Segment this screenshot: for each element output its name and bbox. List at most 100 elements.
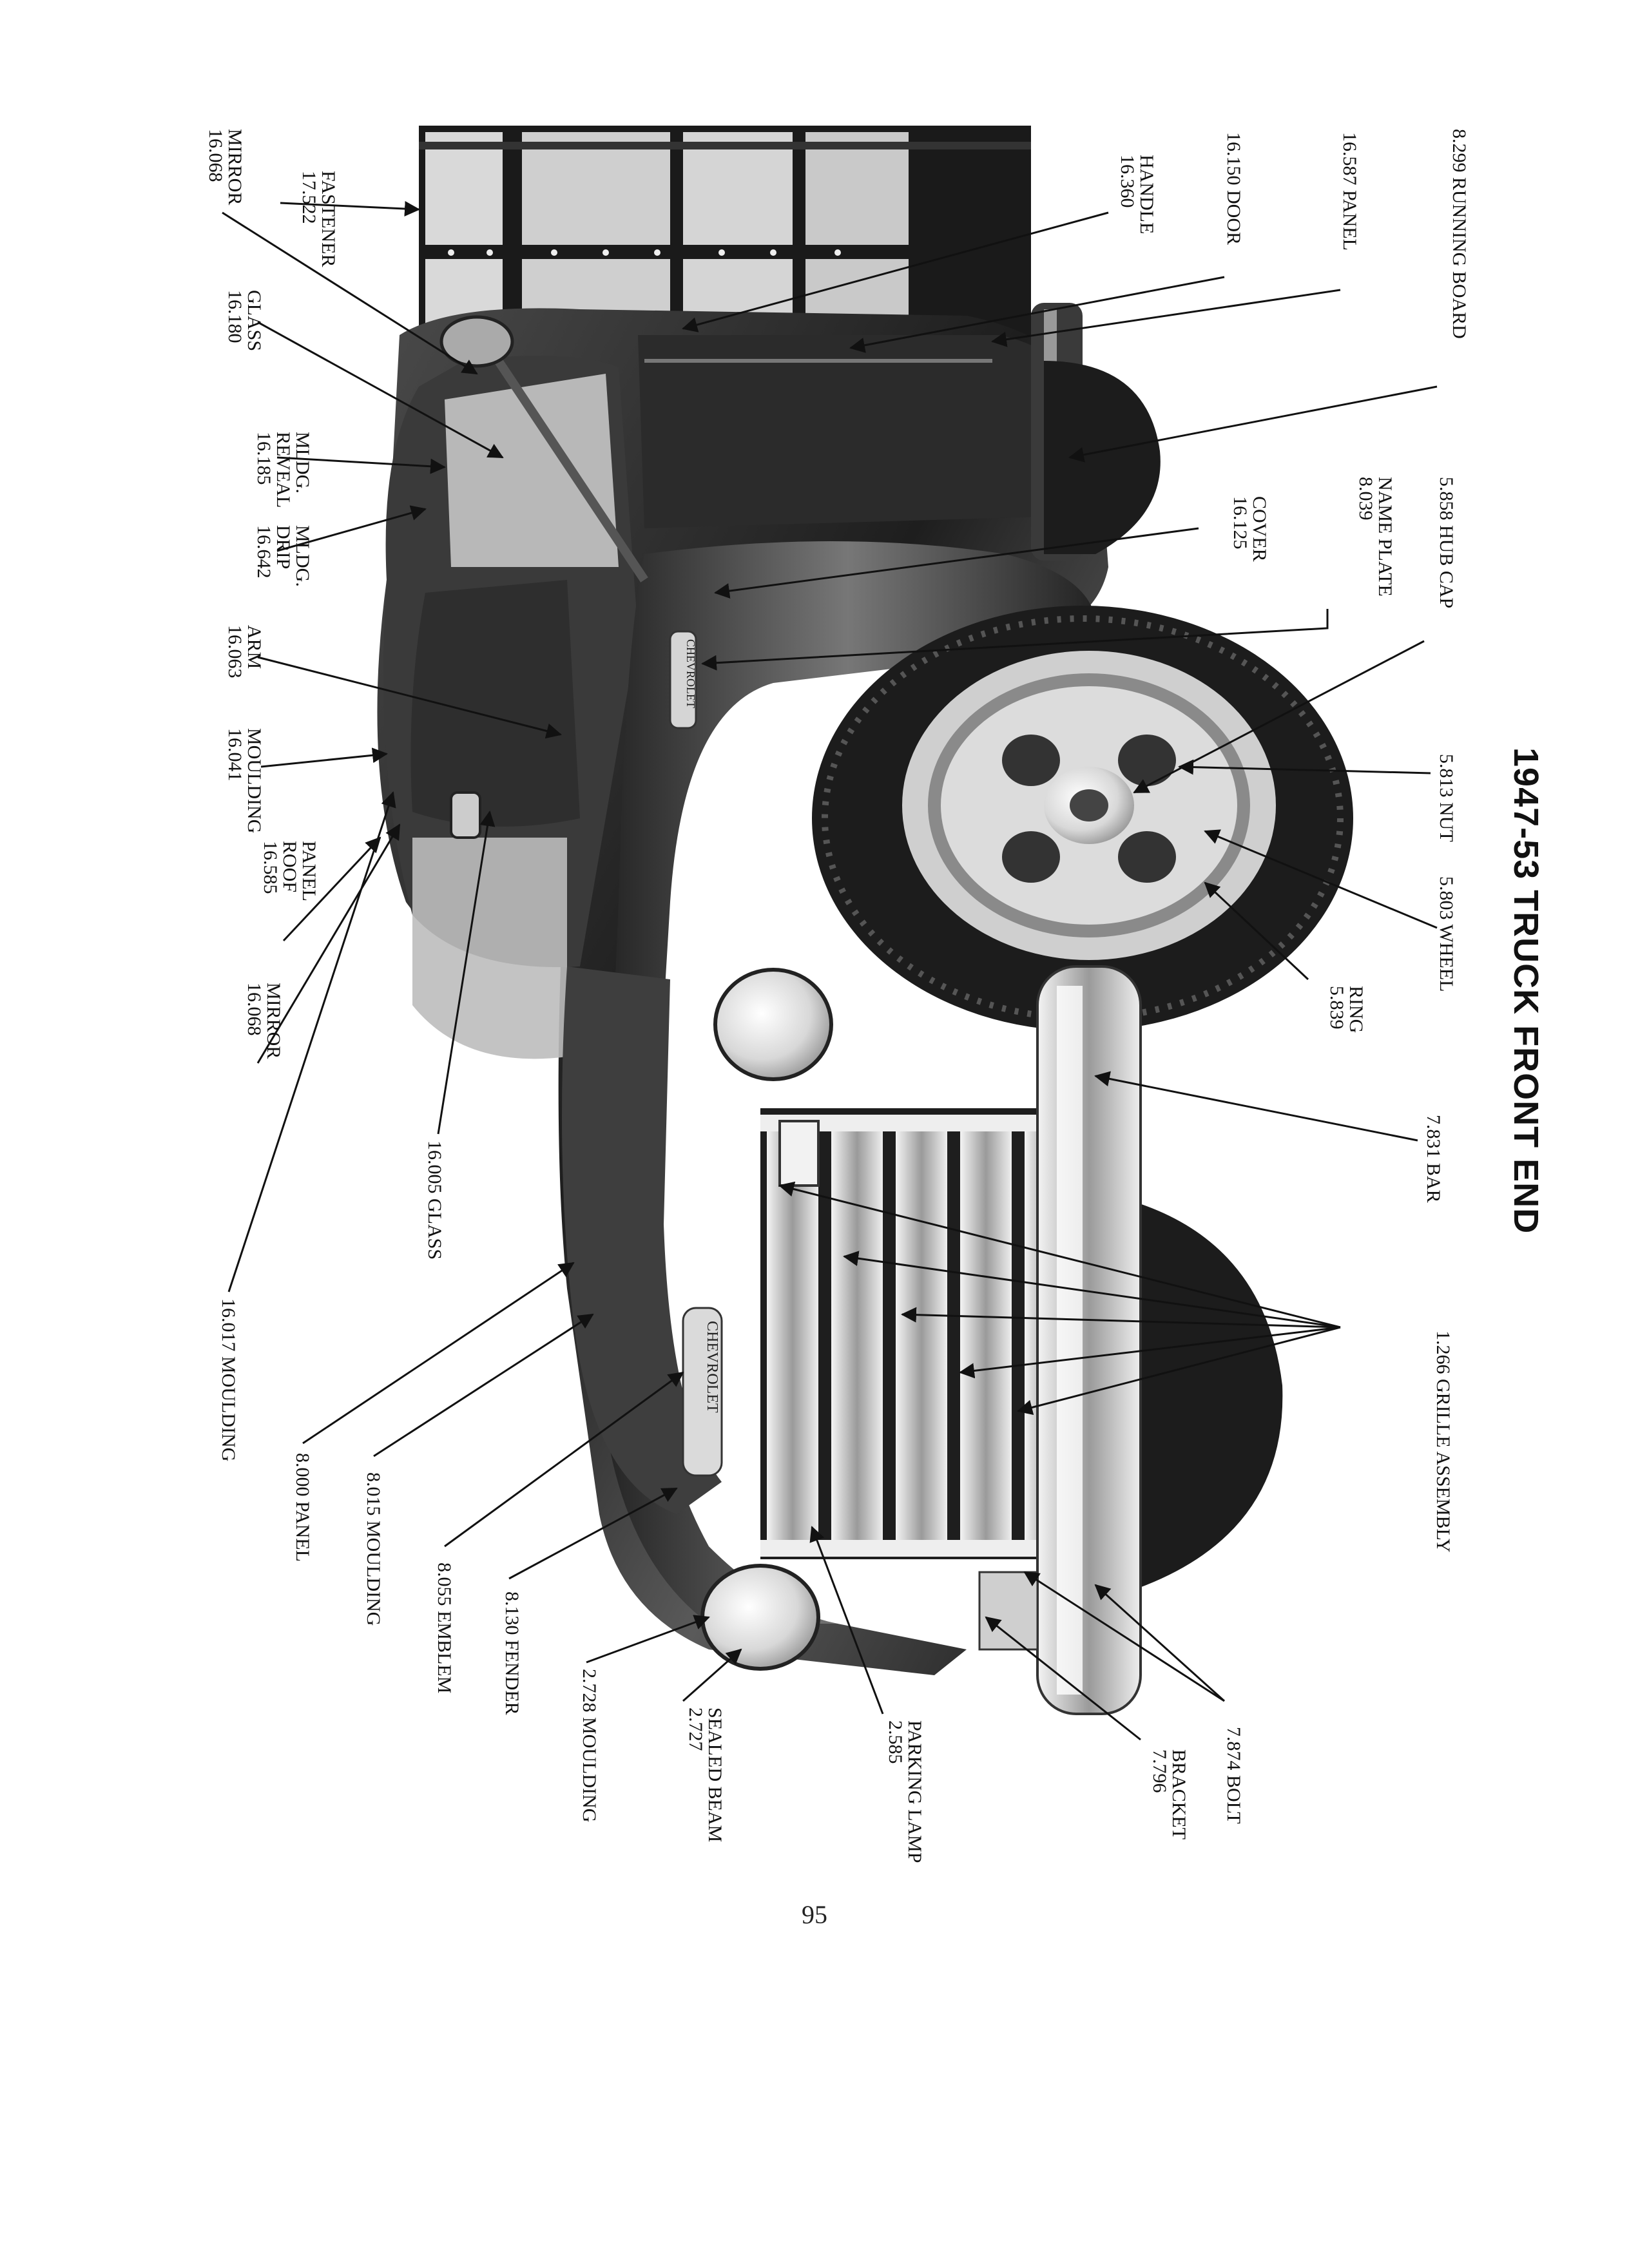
callout-line: GLASS: [244, 290, 265, 351]
door-panel: [638, 335, 1089, 528]
callout-mirror-top: 16.068 MIRROR: [205, 129, 246, 205]
door-glass-upper: [445, 374, 619, 567]
callout-parking-lamp: 2.585 PARKING LAMP: [885, 1720, 925, 1863]
callout-line: 16.017 MOULDING: [218, 1298, 239, 1461]
callout-name-plate: 8.039 NAME PLATE: [1355, 477, 1396, 597]
callout-labels: 16.068 MIRROR 17.522 FASTENER 16.180 GLA…: [205, 129, 1545, 1863]
callout-running-board: 8.299 RUNNING BOARD: [1449, 129, 1470, 339]
vent-glass: [412, 838, 567, 1059]
page-title: 1947-53 TRUCK FRONT END: [1507, 747, 1545, 1234]
callout-door: 16.150 DOOR: [1223, 132, 1244, 245]
callout-line: SEALED BEAM: [704, 1707, 726, 1842]
grille-emblem: CHEVROLET: [682, 1307, 723, 1477]
callout-moulding-041: 16.041 MOULDING: [224, 728, 265, 833]
callout-line: 16.005 GLASS: [424, 1140, 445, 1260]
callout-line: 16.125: [1229, 496, 1251, 550]
callout-line: 16.180: [224, 290, 246, 343]
page-number: 95: [802, 1900, 827, 1929]
lower-headlamp: [700, 1564, 820, 1671]
rear-tire: [1044, 361, 1161, 554]
callout-line: 16.360: [1117, 155, 1138, 208]
callout-glass-005: 16.005 GLASS: [424, 1140, 445, 1260]
callout-line: HANDLE: [1136, 155, 1157, 234]
callout-panel-16587: 16.587 PANEL: [1339, 132, 1360, 251]
callout-mirror-left: 16.068 MIRROR: [244, 983, 284, 1059]
callout-line: MIRROR: [263, 983, 284, 1059]
callout-line: 16.068: [244, 983, 265, 1036]
callout-wheel: 5.803 WHEEL: [1436, 876, 1457, 992]
door-glass-lower: [410, 580, 580, 827]
callout-ring: 5.839 RING: [1326, 986, 1367, 1034]
callout-line: PANEL: [298, 841, 320, 901]
callout-line: 7.831 BAR: [1423, 1115, 1444, 1203]
callout-line: MIRROR: [224, 129, 246, 205]
callout-fender: 8.130 FENDER: [501, 1591, 523, 1715]
callout-line: 16.587 PANEL: [1339, 132, 1360, 251]
callout-line: REVEAL: [273, 432, 294, 507]
callout-line: 7.874 BOLT: [1223, 1727, 1244, 1824]
grille: [760, 1108, 1121, 1559]
callout-line: 16.063: [224, 625, 246, 678]
callout-line: BRACKET: [1168, 1749, 1190, 1840]
callout-line: 16.185: [253, 432, 275, 485]
callout-line: 2.727: [685, 1707, 706, 1751]
callout-line: FASTENER: [318, 171, 339, 267]
callout-line: 16.068: [205, 129, 226, 182]
callout-line: PARKING LAMP: [904, 1720, 925, 1863]
callout-line: 7.796: [1149, 1749, 1170, 1793]
callout-line: 16.585: [260, 841, 281, 894]
callout-nut: 5.813 NUT: [1436, 754, 1457, 842]
callout-line: MLDG.: [292, 432, 313, 494]
callout-line: 16.642: [253, 525, 275, 579]
callout-bracket: 7.796 BRACKET: [1149, 1749, 1190, 1840]
callout-moulding-2728: 2.728 MOULDING: [579, 1669, 600, 1822]
callout-line: 5.803 WHEEL: [1436, 876, 1457, 992]
callout-line: 17.522: [298, 171, 320, 224]
callout-bar: 7.831 BAR: [1423, 1115, 1444, 1203]
callout-line: 5.813 NUT: [1436, 754, 1457, 842]
callout-handle: 16.360 HANDLE: [1117, 155, 1157, 234]
callout-hub-cap: 5.858 HUB CAP: [1436, 477, 1457, 608]
grille-emblem-text: CHEVROLET: [704, 1321, 720, 1413]
callout-line: MLDG.: [292, 525, 313, 587]
hood: [562, 966, 722, 1514]
callout-line: DRIP: [273, 525, 294, 569]
callout-line: RING: [1345, 986, 1367, 1033]
upper-headlamp: [713, 968, 833, 1081]
callout-drip-mldg: 16.642 DRIP MLDG.: [253, 525, 313, 587]
leader-lines: [222, 200, 1438, 1741]
bumper-bar: [978, 965, 1142, 1715]
callout-emblem: 8.055 EMBLEM: [434, 1562, 455, 1693]
callout-reveal-mldg: 16.185 REVEAL MLDG.: [253, 432, 313, 512]
callout-line: 16.150 DOOR: [1223, 132, 1244, 245]
callout-line: ROOF: [279, 841, 300, 892]
callout-line: 16.041: [224, 728, 246, 782]
fender-name-plate-text: CHEVROLET: [684, 639, 697, 708]
callout-line: 1.266 GRILLE ASSEMBLY: [1432, 1331, 1454, 1553]
callout-line: 8.130 FENDER: [501, 1591, 523, 1715]
callout-line: 8.000 PANEL: [292, 1453, 313, 1562]
callout-moulding-017: 16.017 MOULDING: [218, 1298, 239, 1461]
callout-roof-panel: 16.585 ROOF PANEL: [260, 841, 320, 901]
callout-line: MOULDING: [244, 728, 265, 833]
callout-arm: 16.063 ARM: [224, 625, 265, 683]
truck-illustration: CHEVROLET CHEVROLET: [377, 126, 1353, 1715]
callout-line: 2.728 MOULDING: [579, 1669, 600, 1822]
callout-line: 8.039: [1355, 477, 1376, 521]
callout-grille: 1.266 GRILLE ASSEMBLY: [1432, 1331, 1454, 1553]
callout-cover: 16.125 COVER: [1229, 496, 1270, 562]
callout-line: COVER: [1249, 496, 1270, 562]
mirror-left-head: [450, 791, 481, 839]
parking-lamp: [778, 1120, 820, 1187]
callout-bolt: 7.874 BOLT: [1223, 1727, 1244, 1824]
callout-line: 5.858 HUB CAP: [1436, 477, 1457, 608]
callout-fastener: 17.522 FASTENER: [298, 171, 339, 267]
callout-glass-top: 16.180 GLASS: [224, 290, 265, 351]
callout-line: 2.585: [885, 1720, 906, 1764]
callout-line: 5.839: [1326, 986, 1347, 1030]
callout-line: NAME PLATE: [1374, 477, 1396, 597]
callout-line: 8.015 MOULDING: [363, 1472, 384, 1626]
callout-line: ARM: [244, 625, 265, 669]
callout-sealed-beam: 2.727 SEALED BEAM: [685, 1707, 726, 1842]
